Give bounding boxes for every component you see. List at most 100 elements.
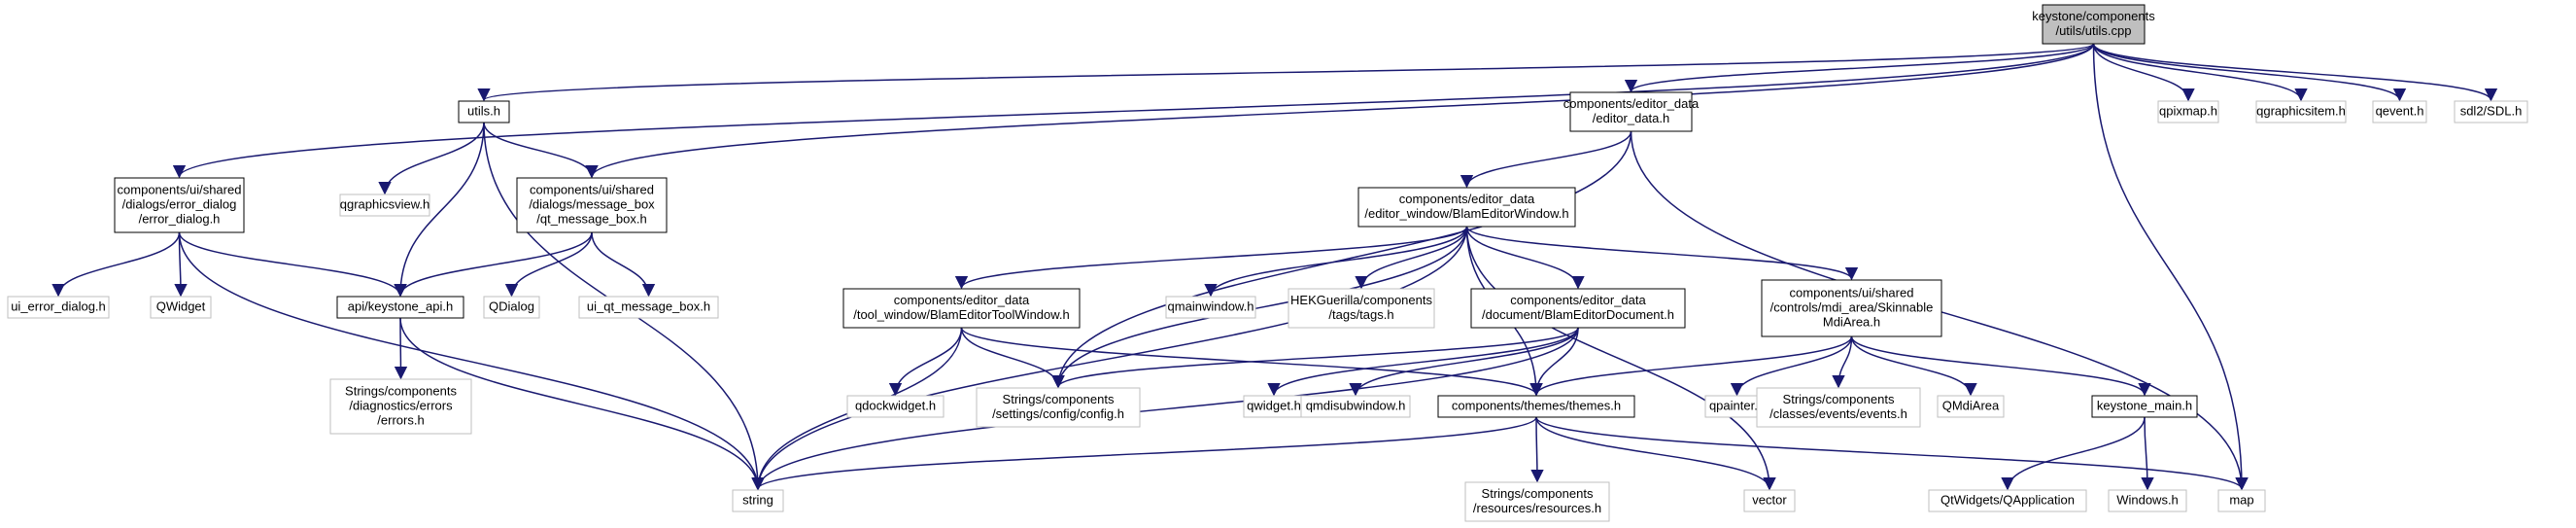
node-box — [1437, 395, 1635, 418]
node-label-line: /resources/resources.h — [1473, 501, 1601, 515]
edge-themes_h-to-resources_h — [1530, 416, 1544, 483]
node-box — [329, 378, 472, 435]
node-label-line: /error_dialog.h — [139, 211, 221, 226]
node-label-line: components/editor_data — [1399, 192, 1535, 206]
node-blam-editor-window[interactable]: components/editor_data/editor_window/Bla… — [1357, 187, 1576, 228]
node-keystone-api[interactable]: api/keystone_api.h — [336, 296, 464, 319]
node-label-line: /editor_data.h — [1593, 111, 1670, 125]
node-label-line: QMdiArea — [1942, 398, 2000, 412]
node-label-line: components/ui/shared — [118, 182, 242, 196]
edge-blam_editor_window-to-tool_window — [954, 226, 1468, 290]
edge-blam_editor_document-to-string — [751, 327, 1579, 491]
node-box — [2157, 100, 2219, 123]
node-label-line: Strings/components — [345, 383, 457, 398]
node-resources-h: Strings/components/resources/resources.h — [1464, 481, 1610, 522]
edge-root-to-utils_h — [477, 43, 2095, 102]
edge-blam_editor_window-to-config_h — [1051, 226, 1468, 389]
node-label-line: MdiArea.h — [1823, 314, 1880, 329]
edge-utils_h-to-qt_message_box — [483, 122, 599, 179]
node-map: map — [2217, 489, 2266, 512]
edge-blam_editor_document-to-qmdisubwindow — [1349, 327, 1579, 397]
node-label-line: keystone/components — [2032, 9, 2155, 23]
node-label-line: qdockwidget.h — [855, 398, 936, 412]
edge-root-to-qpixmap — [2092, 43, 2195, 102]
node-label-line: Strings/components — [1482, 486, 1594, 501]
node-box — [2108, 489, 2187, 512]
node-label-line: /settings/config/config.h — [992, 406, 1124, 421]
edge-skinnable_mdi-to-events_h — [1832, 335, 1853, 389]
node-ui-error-dialog: ui_error_dialog.h — [7, 296, 110, 319]
edge-blam_editor_window-to-skinnable_mdi — [1465, 226, 1859, 281]
edge-qt_message_box-to-qdialog — [504, 231, 593, 298]
node-box — [150, 296, 212, 319]
node-label-line: /tool_window/BlamEditorToolWindow.h — [853, 307, 1070, 322]
node-editor-data-h[interactable]: components/editor_data/editor_data.h — [1563, 91, 1700, 132]
node-box — [2091, 395, 2198, 418]
node-skinnable-mdi[interactable]: components/ui/shared/controls/mdi_area/S… — [1761, 279, 1942, 337]
node-qmdisubwindow: qmdisubwindow.h — [1300, 395, 1411, 418]
node-label-line: Strings/components — [1003, 392, 1115, 406]
node-label-line: qmainwindow.h — [1168, 299, 1254, 313]
node-utils-h[interactable]: utils.h — [458, 100, 510, 123]
node-label-line: /tags/tags.h — [1328, 307, 1393, 322]
node-box — [1928, 489, 2087, 512]
edge-skinnable_mdi-to-themes_h — [1529, 335, 1853, 397]
node-label-line: qgraphicsview.h — [340, 196, 430, 211]
edge-blam_editor_document-to-qwidget_h — [1267, 327, 1579, 397]
node-label-line: QtWidgets/QApplication — [1941, 492, 2075, 507]
edge-error_dialog-to-ui_error_dialog — [52, 231, 181, 298]
edge-root-to-qevent — [2092, 43, 2407, 102]
node-box — [2042, 4, 2146, 45]
edge-keystone_main-to-qapplication — [2001, 416, 2146, 491]
node-label-line: components/editor_data — [1510, 293, 1646, 307]
edge-root-to-editor_data_h — [1624, 43, 2095, 93]
node-box — [339, 194, 430, 217]
node-box — [1569, 91, 1693, 132]
node-label-line: Windows.h — [2116, 492, 2179, 507]
node-box — [7, 296, 110, 319]
edge-blam_editor_window-to-vector — [1465, 226, 1776, 491]
node-sdl: sdl2/SDL.h — [2454, 100, 2528, 123]
node-qt-message-box[interactable]: components/ui/shared/dialogs/message_box… — [516, 177, 668, 233]
node-error-dialog[interactable]: components/ui/shared/dialogs/error_dialo… — [114, 177, 245, 233]
node-qapplication: QtWidgets/QApplication — [1928, 489, 2087, 512]
node-box — [1464, 481, 1610, 522]
node-box — [1937, 395, 2005, 418]
node-box — [1300, 395, 1411, 418]
node-label-line: components/themes/themes.h — [1452, 398, 1621, 412]
edge-error_dialog-to-string — [178, 231, 765, 491]
node-label-line: qpixmap.h — [2159, 103, 2217, 118]
edge-editor_data_h-to-config_h — [1051, 130, 1632, 389]
node-tool-window[interactable]: components/editor_data/tool_window/BlamE… — [842, 288, 1081, 329]
node-hek-tags: HEKGuerilla/components/tags/tags.h — [1288, 288, 1435, 329]
edge-skinnable_mdi-to-qmdiarea — [1850, 335, 1977, 397]
node-label-line: qevent.h — [2376, 103, 2424, 118]
node-themes-h[interactable]: components/themes/themes.h — [1437, 395, 1635, 418]
node-label-line: keystone_main.h — [2097, 398, 2192, 412]
node-box — [732, 489, 784, 512]
edge-blam_editor_document-to-config_h — [1051, 327, 1579, 389]
edge-keystone_main-to-windows_h — [2141, 416, 2154, 491]
edge-themes_h-to-map — [1535, 416, 2249, 491]
node-label-line: qgraphicsitem.h — [2256, 103, 2346, 118]
edge-editor_data_h-to-blam_editor_window — [1460, 130, 1632, 189]
node-box — [1756, 387, 1921, 428]
node-label-line: components/ui/shared — [530, 182, 654, 196]
node-keystone-main[interactable]: keystone_main.h — [2091, 395, 2198, 418]
node-label-line: string — [742, 492, 773, 507]
node-label-line: components/ui/shared — [1790, 285, 1914, 299]
node-label-line: qpainter.h — [1709, 398, 1765, 412]
edge-blam_editor_window-to-blam_editor_document — [1465, 226, 1585, 290]
node-label-line: /classes/events/events.h — [1769, 406, 1907, 421]
nodes-layer: keystone/components/utils/utils.cpp utils… — [7, 4, 2528, 522]
node-root[interactable]: keystone/components/utils/utils.cpp — [2032, 4, 2155, 45]
node-box — [2454, 100, 2528, 123]
node-blam-editor-document[interactable]: components/editor_data/document/BlamEdit… — [1470, 288, 1686, 329]
edge-error_dialog-to-keystone_api — [178, 231, 407, 298]
node-label-line: HEKGuerilla/components — [1290, 293, 1432, 307]
edge-root-to-sdl — [2092, 43, 2498, 102]
node-label-line: /editor_window/BlamEditorWindow.h — [1364, 206, 1568, 221]
node-label-line: QWidget — [156, 299, 206, 313]
node-label-line: api/keystone_api.h — [348, 299, 453, 313]
